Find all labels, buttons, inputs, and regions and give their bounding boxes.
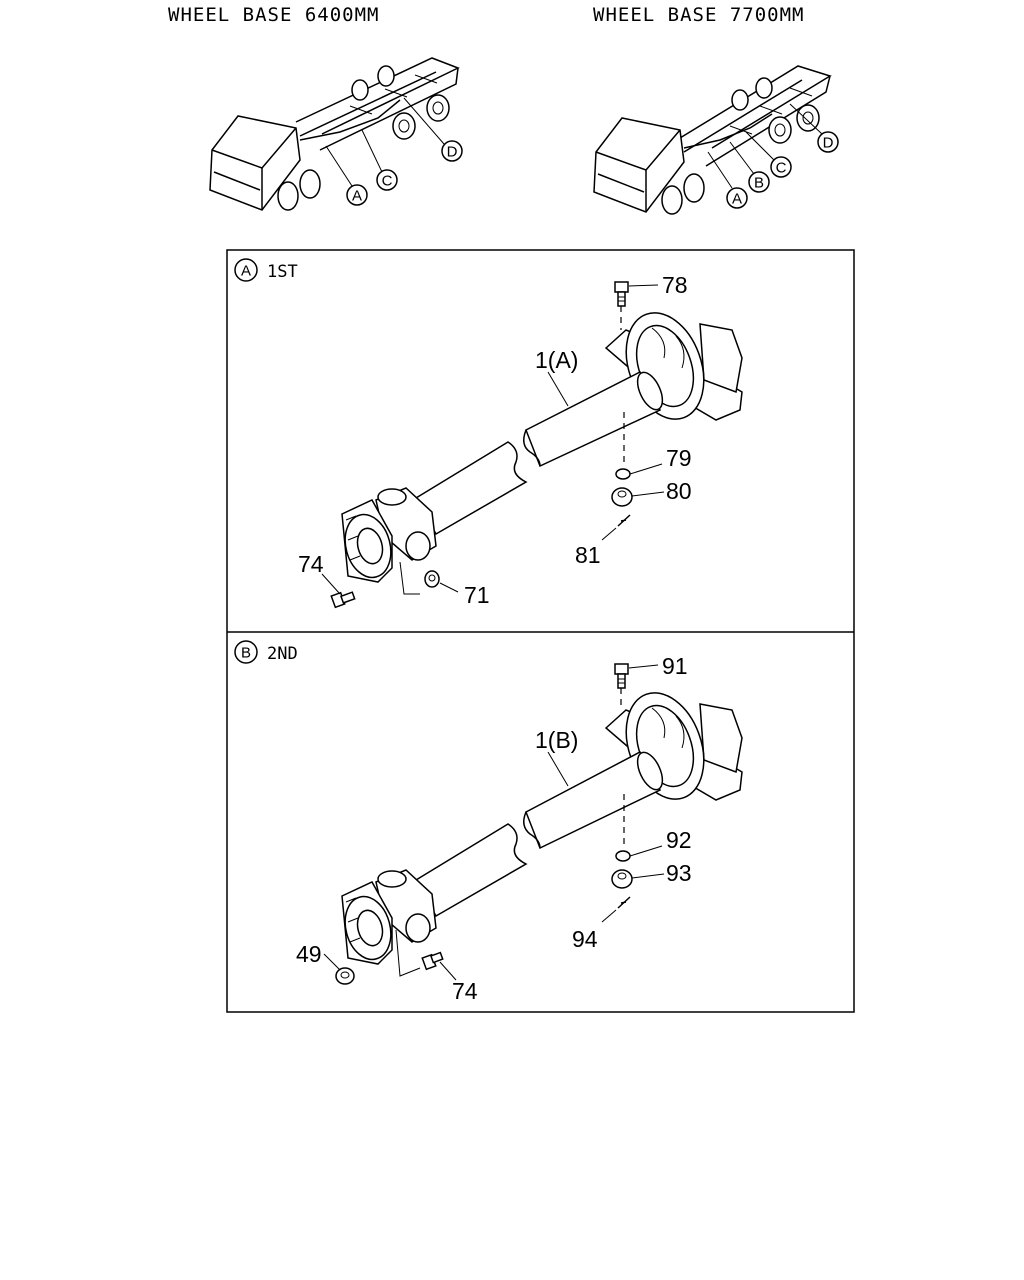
washer-79: [615, 468, 631, 480]
part-label-71: 71: [464, 582, 490, 608]
bolt-74-b: [421, 951, 444, 971]
header-wheelbase-left: WHEEL BASE 6400MM: [168, 4, 379, 26]
cotter-pin-94: [617, 896, 631, 909]
part-label-80: 80: [666, 478, 692, 504]
bolt-74-a: [330, 591, 356, 609]
callout-a: A: [352, 188, 362, 205]
washer-92: [615, 850, 631, 862]
nut-71: [424, 570, 440, 588]
truck-illustration-right: A B C D: [593, 65, 839, 215]
panel-a-title: 1ST: [267, 262, 298, 282]
panel-a-circle: A: [241, 263, 251, 280]
nut-49: [335, 967, 355, 985]
panel-2nd: B 2ND: [234, 640, 743, 1004]
part-label-92: 92: [666, 827, 692, 853]
callout-c: C: [776, 160, 787, 177]
part-label-74: 74: [452, 978, 478, 1004]
panels-frame: [226, 249, 855, 1013]
bolt-91: [614, 663, 629, 689]
center-bearing-b: [604, 692, 743, 801]
callout-c: C: [382, 173, 393, 190]
part-label-94: 94: [572, 926, 598, 952]
part-label-49: 49: [296, 941, 322, 967]
callout-d: D: [447, 144, 458, 161]
callout-a: A: [732, 191, 742, 208]
part-label-91: 91: [662, 653, 688, 679]
callout-b: B: [754, 175, 764, 192]
nut-93: [611, 869, 633, 889]
panel-1st: A 1ST: [234, 258, 743, 609]
universal-joint-b: [341, 869, 437, 965]
bolt-78: [614, 281, 629, 307]
cotter-pin-81: [617, 514, 631, 527]
header-wheelbase-right: WHEEL BASE 7700MM: [593, 4, 804, 26]
shaft-label-1b: 1(B): [535, 727, 578, 753]
callout-d: D: [823, 135, 834, 152]
universal-joint-a: [341, 487, 437, 583]
part-label-81: 81: [575, 542, 601, 568]
panel-b-circle: B: [241, 645, 251, 662]
part-label-93: 93: [666, 860, 692, 886]
part-label-78: 78: [662, 272, 688, 298]
truck-illustration-left: A C D: [209, 57, 463, 211]
part-label-79: 79: [666, 445, 692, 471]
nut-80: [611, 487, 633, 507]
part-label-74: 74: [298, 551, 324, 577]
panel-b-title: 2ND: [267, 644, 298, 664]
shaft-label-1a: 1(A): [535, 347, 578, 373]
